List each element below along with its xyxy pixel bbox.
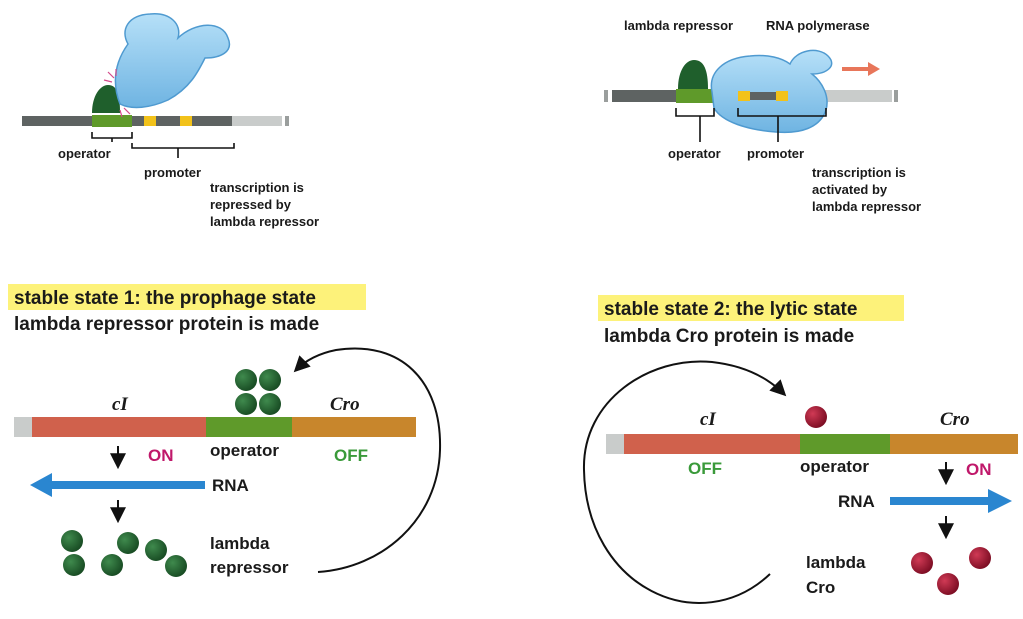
product-line-1: lambda [806,553,866,572]
bound-cro-protein [805,406,827,428]
operator-label: operator [210,441,279,460]
state2-subtitle: lambda Cro protein is made [604,326,854,347]
cro-gene [890,434,1018,454]
top-right-panel: lambda repressor RNA polymerase operator… [604,18,921,214]
ci-gene-label: cI [700,409,716,430]
ci-gene [32,417,206,437]
caption-line-2: activated by [812,182,888,197]
operator-label: operator [668,146,721,161]
rna-arrow [30,473,205,497]
caption-line-3: lambda repressor [812,199,921,214]
promoter-box [776,91,788,101]
operator-label: operator [800,457,869,476]
bound-repressor-dimers [235,369,281,415]
promoter-box [180,116,192,126]
dna-end-cap [606,434,624,454]
promoter-box [144,116,156,126]
lambda-repressor-label: lambda repressor [624,18,733,33]
dna-strand-tail [232,116,282,126]
lambda-repressor-blob [678,60,708,89]
product-line-1: lambda [210,534,270,553]
transcription-direction-arrow [842,62,880,76]
caption-line-2: repressed by [210,197,292,212]
promoter-label: promoter [144,165,201,180]
cro-gene [292,417,416,437]
operator-bracket [675,108,715,142]
cro-off-label: OFF [334,446,368,465]
operator-bracket [91,132,133,142]
rna-polymerase-blob [114,13,231,109]
positive-feedback-arrow [582,360,787,604]
state1-subtitle: lambda repressor protein is made [14,314,319,335]
top-left-panel: operator promoter transcription is repre… [22,13,319,229]
ci-on-label: ON [148,446,174,465]
dna-end-cap [604,90,608,102]
operator-segment [800,434,890,454]
ci-gene-label: cI [112,394,128,415]
promoter-bracket [131,143,235,158]
dna-end-cap [285,116,289,126]
caption-line-1: transcription is [812,165,906,180]
state2-panel: stable state 2: the lytic state lambda C… [582,295,1018,604]
title-highlight [598,295,904,321]
operator-label: operator [58,146,111,161]
free-repressor-dimers [61,530,187,577]
cro-gene-label: Cro [940,409,970,430]
operator-segment [206,417,292,437]
product-line-2: repressor [210,558,289,577]
dna-end-cap [14,417,32,437]
ci-gene [624,434,800,454]
rna-polymerase-label: RNA polymerase [766,18,870,33]
promoter-bracket [737,108,827,142]
state2-title: stable state 2: the lytic state [604,299,857,320]
cro-on-label: ON [966,460,992,479]
operator-segment [676,89,714,103]
promoter-label: promoter [747,146,804,161]
ci-off-label: OFF [688,459,722,478]
operator-segment [92,115,132,127]
state1-panel: stable state 1: the prophage state lambd… [8,284,442,577]
rna-label: RNA [838,492,875,511]
product-line-2: Cro [806,578,835,597]
dna-in-polymerase [750,92,776,100]
positive-feedback-arrow [293,347,442,573]
dna-end-cap [894,90,898,102]
lambda-repressor-blob [92,85,120,113]
caption-line-1: transcription is [210,180,304,195]
rna-arrow [890,489,1012,513]
caption-line-3: lambda repressor [210,214,319,229]
cro-gene-label: Cro [330,394,360,415]
clash-marks [103,69,131,118]
state1-title: stable state 1: the prophage state [14,288,316,309]
rna-label: RNA [212,476,249,495]
title-highlight [8,284,366,310]
free-cro-proteins [911,547,991,595]
rna-polymerase-blob [710,49,833,134]
promoter-box [738,91,750,101]
